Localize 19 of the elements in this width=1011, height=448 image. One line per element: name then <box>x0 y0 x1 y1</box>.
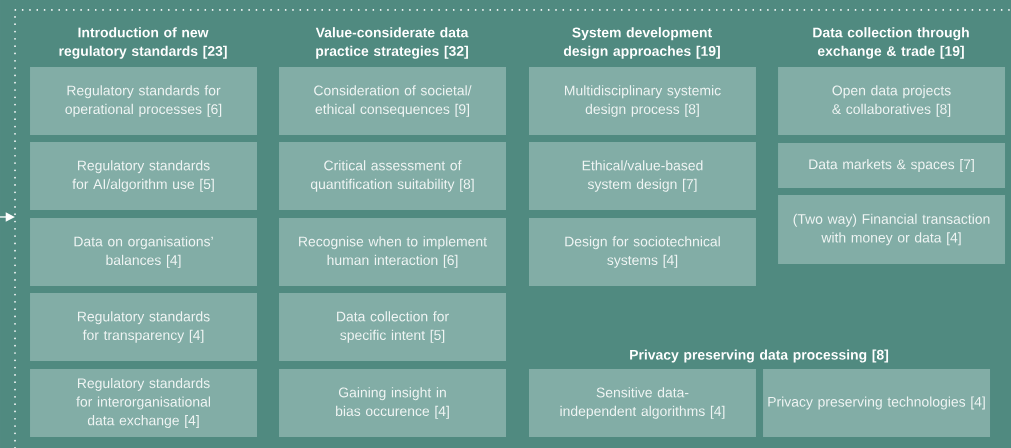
category-box: Regulatory standards for AI/algorithm use [5] <box>30 141 257 210</box>
category-box: Privacy preserving technologies [4] <box>763 368 991 437</box>
category-box: Multidisciplinary systemic design process [8] <box>529 67 756 135</box>
category-box: Design for sociotechnical systems [4] <box>529 218 756 286</box>
category-box: Data markets & spaces [7] <box>778 143 1006 188</box>
category-box: Ethical/value-based system design [7] <box>529 141 756 210</box>
category-box: Sensitive data-independent algorithms [4] <box>529 368 756 437</box>
category-box: Consideration of societal/ ethical consequences [9] <box>279 67 506 135</box>
category-box: Regulatory standards for operational processes [6] <box>30 67 257 135</box>
category-box: Data collection for specific intent [5] <box>279 293 506 361</box>
category-box: Open data projects & collaboratives [8] <box>778 67 1006 135</box>
category-box: (Two way) Financial transaction with money or data [4] <box>778 195 1006 264</box>
group-heading: Privacy preserving data processing [8] <box>630 349 889 363</box>
category-box: Regulatory standards for transparency [4] <box>30 293 257 361</box>
category-box: Gaining insight in bias occurence [4] <box>279 368 506 437</box>
category-box: Regulatory standards for interorganisational data exchange [4] <box>30 368 257 437</box>
category-box: Critical assessment of quantification suitability [8] <box>279 141 506 210</box>
category-box: Recognise when to implement human interaction [6] <box>279 218 506 286</box>
category-box: Data on organisations’ balances [4] <box>30 218 257 286</box>
